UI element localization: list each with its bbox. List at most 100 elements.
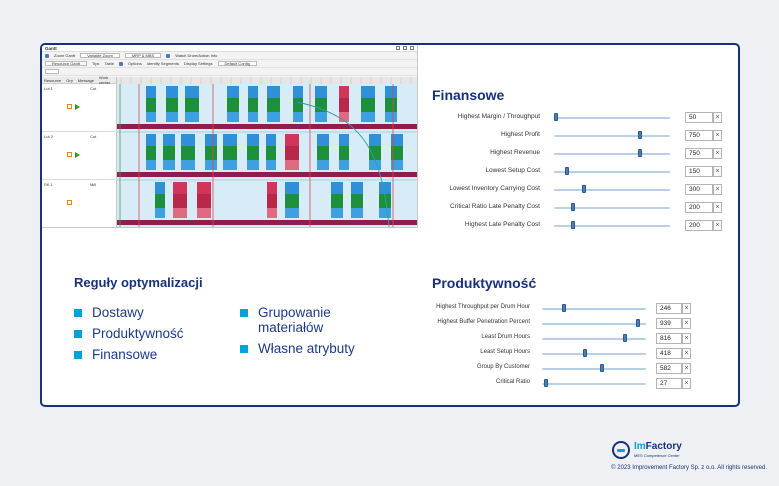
job-bar-bottom[interactable] — [197, 208, 211, 218]
job-bar-middle[interactable] — [185, 98, 199, 112]
job-bar-bottom[interactable] — [315, 112, 327, 122]
job-bar-middle[interactable] — [223, 146, 237, 160]
slider-thumb[interactable] — [554, 113, 558, 121]
slider-track[interactable] — [554, 189, 670, 191]
job-bar-middle[interactable] — [331, 194, 343, 208]
job-bar-middle[interactable] — [385, 98, 397, 112]
job-bar-top[interactable] — [163, 134, 175, 146]
resource-row[interactable]: Fill 1 Mill — [42, 180, 117, 227]
job-bar-bottom[interactable] — [339, 112, 349, 122]
job-bar-top[interactable] — [267, 182, 277, 194]
job-bar-middle[interactable] — [205, 146, 217, 160]
job-bar-middle[interactable] — [247, 146, 259, 160]
job-bar-bottom[interactable] — [146, 112, 156, 122]
job-bar-middle[interactable] — [369, 146, 381, 160]
job-bar-top[interactable] — [285, 182, 299, 194]
value-input[interactable]: 200 — [685, 202, 713, 213]
job-bar-bottom[interactable] — [227, 112, 239, 122]
job-bar-top[interactable] — [315, 86, 327, 98]
slider-track[interactable] — [542, 353, 646, 355]
table-toggle[interactable]: Table — [104, 61, 114, 66]
job-bar-bottom[interactable] — [247, 160, 259, 170]
gantt-chart-area[interactable] — [117, 77, 417, 227]
job-bar-middle[interactable] — [181, 146, 195, 160]
job-bar-top[interactable] — [267, 86, 280, 98]
clear-icon[interactable]: × — [713, 202, 722, 213]
job-bar-top[interactable] — [293, 86, 303, 98]
value-input[interactable]: 750 — [685, 148, 713, 159]
gantt-type-select[interactable]: Resource Gantt — [45, 61, 88, 66]
job-bar-bottom[interactable] — [173, 208, 187, 218]
slider-thumb[interactable] — [582, 185, 586, 193]
job-bar-middle[interactable] — [285, 146, 299, 160]
job-bar-middle[interactable] — [339, 146, 349, 160]
value-input[interactable]: 816 — [656, 333, 682, 344]
clear-icon[interactable]: × — [713, 184, 722, 195]
slider-thumb[interactable] — [600, 364, 604, 372]
job-bar-bottom[interactable] — [285, 160, 299, 170]
slider-track[interactable] — [554, 117, 670, 119]
clear-icon[interactable]: × — [682, 363, 691, 374]
job-bar-top[interactable] — [185, 86, 199, 98]
job-bar-top[interactable] — [351, 182, 363, 194]
slider-track[interactable] — [554, 135, 670, 137]
tips-toggle[interactable]: Tips — [92, 61, 100, 66]
job-bar-bottom[interactable] — [205, 160, 217, 170]
identify-segments-button[interactable]: Identify Segments — [146, 61, 179, 66]
zoom-icon[interactable] — [45, 53, 49, 58]
resource-row[interactable]: Lut 2 Cut — [42, 132, 117, 180]
maximize-icon[interactable] — [403, 46, 407, 50]
scenario-select[interactable]: MRP & MBS — [124, 53, 162, 58]
slider-track[interactable] — [542, 338, 646, 340]
job-bar-bottom[interactable] — [267, 208, 277, 218]
job-bar-top[interactable] — [146, 86, 156, 98]
job-bar-middle[interactable] — [317, 146, 329, 160]
slider-thumb[interactable] — [583, 349, 587, 357]
job-bar-bottom[interactable] — [369, 160, 381, 170]
value-input[interactable]: 50 — [685, 112, 713, 123]
job-bar-bottom[interactable] — [379, 208, 391, 218]
job-bar-top[interactable] — [173, 182, 187, 194]
play-icon[interactable] — [75, 152, 80, 158]
job-bar-top[interactable] — [391, 134, 403, 146]
job-bar-bottom[interactable] — [266, 160, 276, 170]
job-bar-bottom[interactable] — [293, 112, 303, 122]
job-bar-top[interactable] — [166, 86, 178, 98]
job-bar-bottom[interactable] — [185, 112, 199, 122]
job-bar-middle[interactable] — [146, 146, 156, 160]
column-header-resource[interactable]: Resource — [44, 77, 62, 83]
job-bar-top[interactable] — [339, 134, 349, 146]
job-bar-middle[interactable] — [173, 194, 187, 208]
value-input[interactable]: 150 — [685, 166, 713, 177]
job-bar-middle[interactable] — [285, 194, 299, 208]
job-bar-middle[interactable] — [267, 98, 280, 112]
clear-icon[interactable]: × — [682, 333, 691, 344]
job-bar-middle[interactable] — [315, 98, 327, 112]
job-bar-bottom[interactable] — [391, 160, 403, 170]
job-bar-middle[interactable] — [227, 98, 239, 112]
slider-track[interactable] — [554, 171, 670, 173]
job-bar-middle[interactable] — [163, 146, 175, 160]
job-bar-top[interactable] — [146, 134, 156, 146]
slider-thumb[interactable] — [544, 379, 548, 387]
job-bar-middle[interactable] — [361, 98, 375, 112]
zoom-mode-select[interactable]: Variable Zoom — [80, 53, 120, 58]
job-bar-top[interactable] — [379, 182, 391, 194]
column-header-workcenter[interactable]: Work center — [99, 75, 111, 85]
clear-icon[interactable]: × — [682, 348, 691, 359]
clear-icon[interactable]: × — [682, 318, 691, 329]
slider-track[interactable] — [554, 225, 670, 227]
value-input[interactable]: 246 — [656, 303, 682, 314]
slider-thumb[interactable] — [562, 304, 566, 312]
resource-row[interactable]: Lut 1 Cut — [42, 84, 117, 132]
job-bar-top[interactable] — [285, 134, 299, 146]
job-bar-bottom[interactable] — [317, 160, 329, 170]
job-bar-bottom[interactable] — [155, 208, 165, 218]
slider-track[interactable] — [554, 153, 670, 155]
clear-icon[interactable]: × — [682, 303, 691, 314]
slider-thumb[interactable] — [570, 221, 575, 229]
job-bar-top[interactable] — [227, 86, 239, 98]
clear-icon[interactable]: × — [713, 112, 722, 123]
options-button[interactable]: Options — [128, 61, 142, 66]
job-bar-top[interactable] — [247, 134, 259, 146]
